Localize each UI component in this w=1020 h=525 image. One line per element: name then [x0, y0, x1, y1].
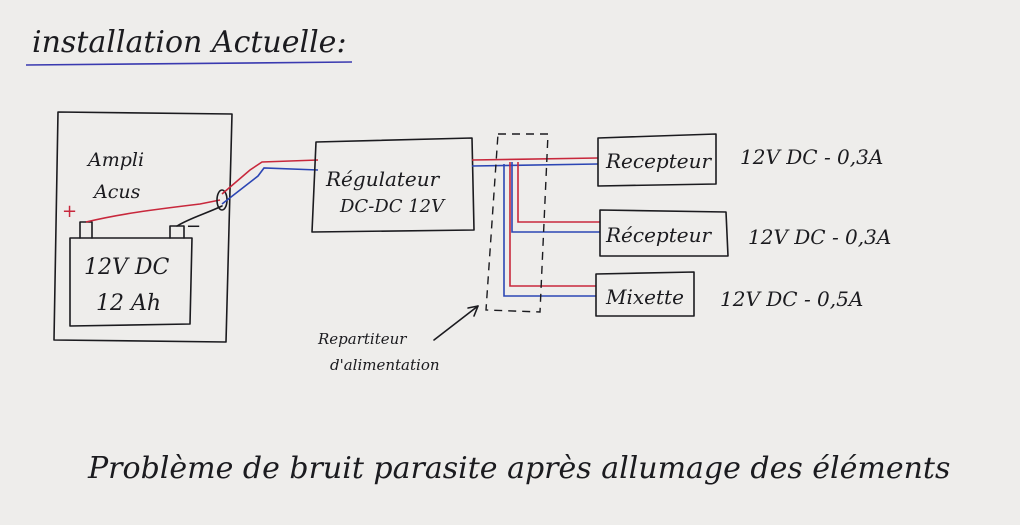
device-1-spec: 12V DC - 0,3A	[740, 145, 883, 169]
positive-wire-to-device-1	[471, 157, 599, 161]
regulateur-spec: DC-DC 12V	[339, 196, 446, 217]
device-2-name: Récepteur	[605, 223, 712, 247]
device-3-name: Mixette	[605, 285, 684, 309]
positive-wire-battery	[85, 199, 221, 223]
ampli-label-2: Acus	[92, 181, 141, 203]
device-3-spec: 12V DC - 0,5A	[720, 287, 863, 311]
device-2: Récepteur 12V DC - 0,3A	[599, 209, 891, 257]
negative-wire-to-device-2	[511, 162, 600, 233]
negative-wire-battery	[176, 205, 223, 227]
plus-sign: +	[62, 201, 77, 222]
regulateur-box: Régulateur DC-DC 12V	[311, 137, 475, 233]
positive-wire-to-device-3	[509, 162, 596, 287]
regulateur-label: Régulateur	[325, 167, 441, 191]
footer-note: Problème de bruit parasite après allumag…	[87, 451, 950, 486]
negative-wire-out	[221, 167, 319, 205]
battery: 12V DC 12 Ah	[69, 221, 193, 327]
ampli-box: Ampli Acus + −	[53, 111, 233, 343]
positive-wire-to-device-2	[517, 162, 600, 223]
device-2-spec: 12V DC - 0,3A	[748, 225, 891, 249]
device-3: Mixette 12V DC - 0,5A	[595, 271, 863, 317]
repartiteur-label: Repartiteur	[317, 330, 407, 348]
page-title: installation Actuelle:	[32, 25, 347, 60]
minus-sign: −	[186, 216, 201, 237]
battery-voltage: 12V DC	[84, 255, 170, 280]
ampli-label: Ampli	[86, 149, 144, 171]
device-1: Recepteur 12V DC - 0,3A	[597, 133, 883, 187]
repartiteur-label-2: d'alimentation	[330, 356, 440, 374]
positive-wire-out	[221, 159, 319, 195]
repartiteur-dashed-box	[485, 133, 549, 313]
title-underline	[25, 61, 353, 66]
device-1-name: Recepteur	[605, 149, 712, 173]
battery-capacity: 12 Ah	[96, 291, 161, 316]
negative-wire-to-device-3	[503, 164, 596, 297]
negative-wire-to-device-1	[471, 163, 599, 167]
repartiteur-annotation: Repartiteur d'alimentation	[317, 305, 479, 374]
